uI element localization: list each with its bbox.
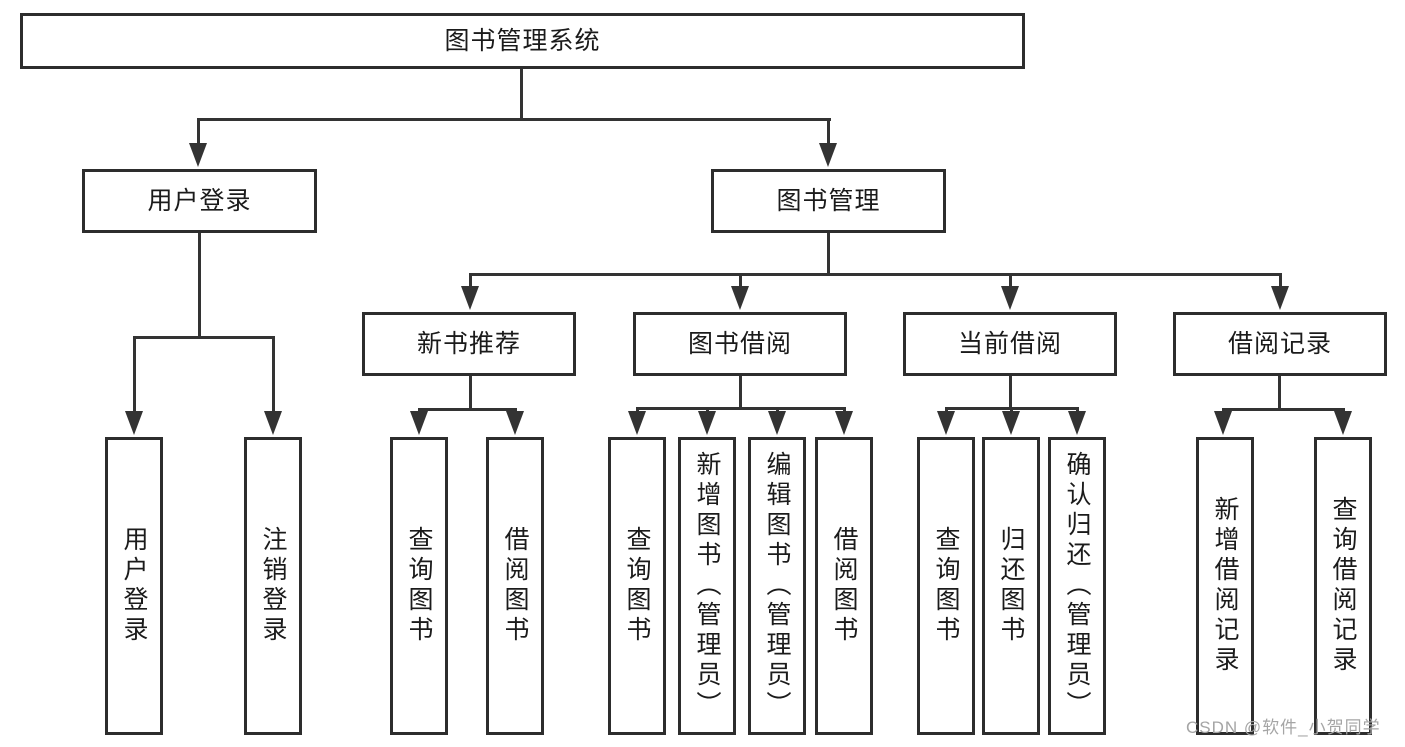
arrow-down-icon xyxy=(819,143,837,167)
connector-login-leaf2-shaft xyxy=(272,336,275,411)
arrow-down-icon xyxy=(835,411,853,435)
arrow-down-icon xyxy=(1334,411,1352,435)
node-borrowing-records: 借阅记录 xyxy=(1173,312,1387,376)
connector-records-stem xyxy=(1278,376,1281,410)
connector-to-newbook-shaft xyxy=(469,273,472,286)
node-current-borrowing: 当前借阅 xyxy=(903,312,1117,376)
leaf-borrow-books: 借阅图书 xyxy=(815,437,873,735)
arrow-down-icon xyxy=(506,411,524,435)
connector-borrow-branch xyxy=(636,407,846,410)
connector-records-leaf1-shaft xyxy=(1222,408,1225,413)
connector-current-stem xyxy=(1009,376,1012,409)
connector-newbook-leaf1-shaft xyxy=(418,408,421,413)
connector-to-records-shaft xyxy=(1279,273,1282,286)
node-library-management-system: 图书管理系统 xyxy=(20,13,1025,69)
leaf-query-books-borrow: 查询图书 xyxy=(608,437,666,735)
connector-login-stem xyxy=(198,233,201,338)
connector-borrow-leaf4-shaft xyxy=(843,407,846,413)
arrow-down-icon xyxy=(461,286,479,310)
connector-newbook-branch xyxy=(418,408,517,411)
node-book-management: 图书管理 xyxy=(711,169,946,233)
leaf-confirm-return-admin: 确认归还（管理员） xyxy=(1048,437,1106,735)
connector-borrow-stem xyxy=(739,376,742,409)
node-user-login: 用户登录 xyxy=(82,169,317,233)
leaf-edit-books-admin: 编辑图书（管理员） xyxy=(748,437,806,735)
connector-records-branch xyxy=(1222,408,1345,411)
connector-root-stem xyxy=(520,69,523,120)
connector-records-leaf2-shaft xyxy=(1342,408,1345,413)
arrow-down-icon xyxy=(731,286,749,310)
connector-borrow-leaf3-shaft xyxy=(776,407,779,413)
connector-bookmgmt-branch xyxy=(469,273,1282,276)
arrow-down-icon xyxy=(1002,411,1020,435)
connector-root-to-bookmgmt-shaft xyxy=(827,118,830,143)
connector-to-current-shaft xyxy=(1009,273,1012,286)
connector-newbook-leaf2-shaft xyxy=(514,408,517,413)
arrow-down-icon xyxy=(410,411,428,435)
arrow-down-icon xyxy=(698,411,716,435)
arrow-down-icon xyxy=(768,411,786,435)
leaf-add-borrow-record: 新增借阅记录 xyxy=(1196,437,1254,735)
connector-to-borrow-shaft xyxy=(739,273,742,286)
connector-current-leaf2-shaft xyxy=(1010,407,1013,413)
arrow-down-icon xyxy=(1271,286,1289,310)
arrow-down-icon xyxy=(937,411,955,435)
arrow-down-icon xyxy=(264,411,282,435)
leaf-user-login: 用户登录 xyxy=(105,437,163,735)
connector-borrow-leaf2-shaft xyxy=(706,407,709,413)
node-book-borrowing: 图书借阅 xyxy=(633,312,847,376)
connector-root-branch xyxy=(197,118,831,121)
connector-current-leaf1-shaft xyxy=(945,407,948,413)
arrow-down-icon xyxy=(125,411,143,435)
leaf-query-books-current: 查询图书 xyxy=(917,437,975,735)
leaf-return-books: 归还图书 xyxy=(982,437,1040,735)
connector-login-branch xyxy=(133,336,275,339)
leaf-query-books-recommend: 查询图书 xyxy=(390,437,448,735)
csdn-watermark: CSDN @软件_小贺同学 xyxy=(1186,718,1381,737)
connector-current-leaf3-shaft xyxy=(1076,407,1079,413)
node-new-book-recommend: 新书推荐 xyxy=(362,312,576,376)
leaf-borrow-books-recommend: 借阅图书 xyxy=(486,437,544,735)
connector-borrow-leaf1-shaft xyxy=(636,407,639,413)
leaf-query-borrow-record: 查询借阅记录 xyxy=(1314,437,1372,735)
connector-bookmgmt-stem xyxy=(827,233,830,276)
connector-login-leaf1-shaft xyxy=(133,336,136,411)
arrow-down-icon xyxy=(628,411,646,435)
arrow-down-icon xyxy=(1001,286,1019,310)
connector-root-to-login-shaft xyxy=(197,118,200,143)
leaf-add-books-admin: 新增图书（管理员） xyxy=(678,437,736,735)
leaf-logout: 注销登录 xyxy=(244,437,302,735)
arrow-down-icon xyxy=(1068,411,1086,435)
connector-newbook-stem xyxy=(469,376,472,410)
arrow-down-icon xyxy=(189,143,207,167)
arrow-down-icon xyxy=(1214,411,1232,435)
